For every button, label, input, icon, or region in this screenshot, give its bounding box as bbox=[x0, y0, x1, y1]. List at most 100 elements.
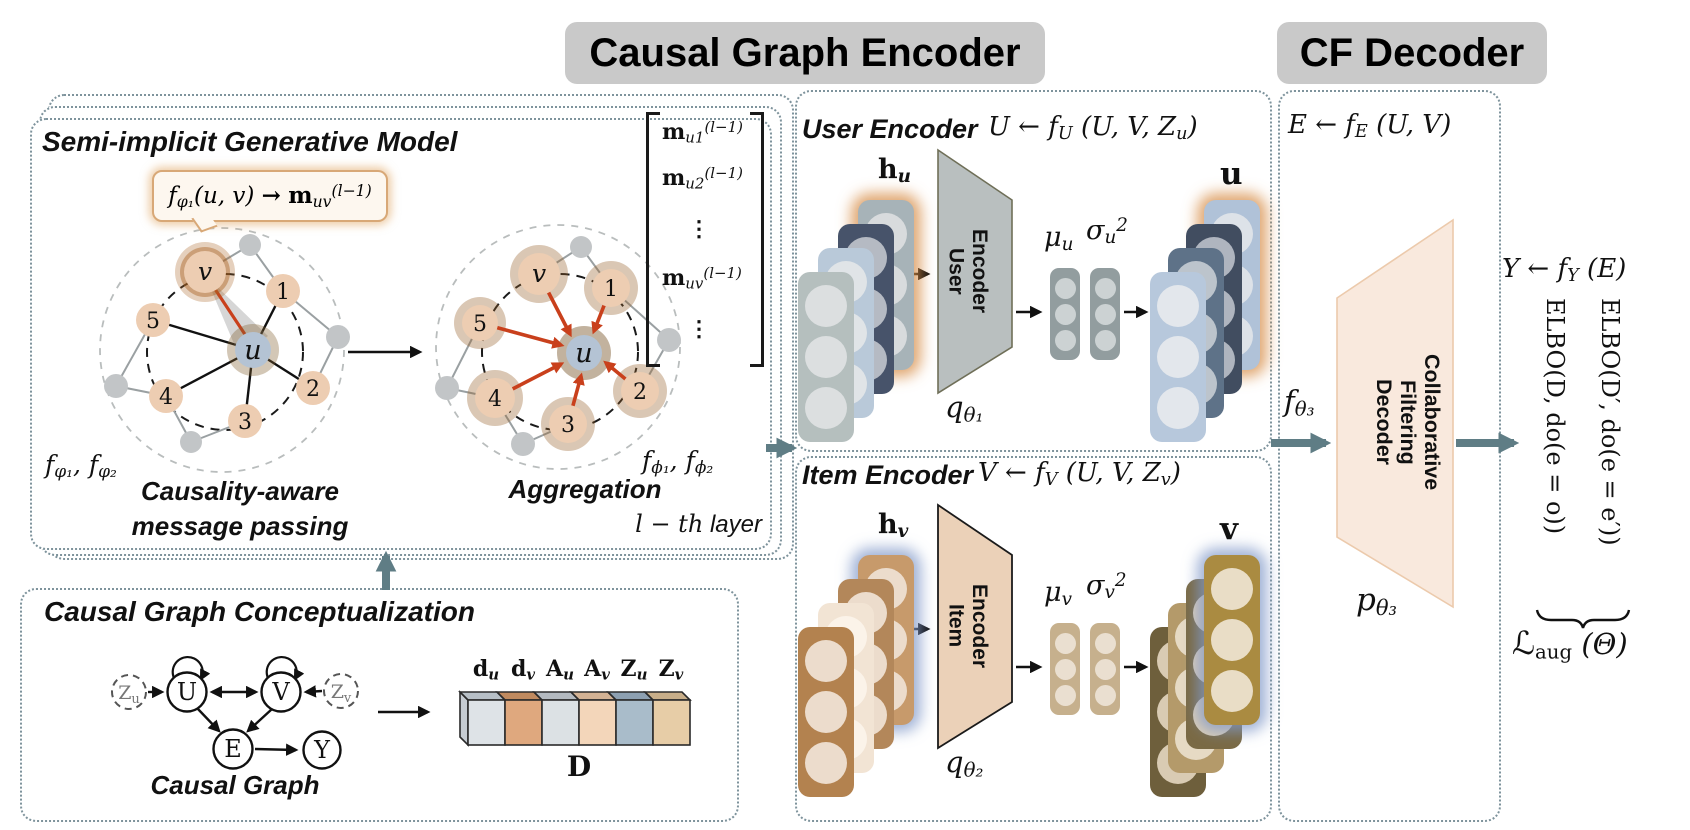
d-cell-dv bbox=[504, 699, 543, 746]
d-cell-Zu bbox=[615, 699, 654, 746]
elbo-underbrace bbox=[1535, 609, 1631, 629]
outer-dashed-circle bbox=[99, 227, 345, 473]
p-theta3-label: pθ₃ bbox=[1356, 582, 1397, 620]
node-2 bbox=[296, 371, 330, 405]
agg-node-1-label: 1 bbox=[604, 277, 618, 302]
d-cell-du bbox=[467, 699, 506, 746]
causal-node-Zv-label: Zv bbox=[331, 681, 352, 706]
agg-node-4-label: 4 bbox=[488, 387, 502, 412]
node-4-label: 4 bbox=[159, 385, 173, 410]
sigma-u-vector bbox=[1090, 268, 1120, 360]
node-2-label: 2 bbox=[306, 377, 320, 402]
message-function-bubble: fφ₁(u, v) → muv(l−1) bbox=[152, 170, 388, 222]
causal-node-Zu bbox=[111, 674, 147, 710]
user-input-card bbox=[798, 272, 854, 442]
d-vector-block bbox=[458, 690, 692, 747]
agg-node-5 bbox=[462, 305, 498, 341]
d-cell-Au bbox=[541, 699, 580, 746]
sigma-u-label: σu2 bbox=[1086, 215, 1128, 249]
conceptualization-title: Causal Graph Conceptualization bbox=[44, 596, 475, 627]
node-u bbox=[235, 332, 271, 368]
node-v-label: v bbox=[198, 257, 212, 286]
causal-node-Zu-label: Zu bbox=[118, 682, 140, 707]
causal-node-E bbox=[212, 728, 254, 770]
causal-node-U-label: U bbox=[177, 678, 197, 706]
sigma-v-vector bbox=[1090, 623, 1120, 715]
matrix-vdots: ⋮ bbox=[688, 216, 710, 242]
bubble-arrow-icon: → bbox=[261, 182, 281, 210]
q-theta1-label: qθ₁ bbox=[945, 390, 984, 427]
e-formula: E ← fE (U, V) bbox=[1288, 110, 1452, 142]
matrix-bracket-right bbox=[750, 112, 764, 367]
user-encoder-trapezoid bbox=[937, 148, 1013, 395]
agg-node-2 bbox=[621, 372, 659, 410]
aggregation-graph: v 1 2 3 4 5 u bbox=[435, 224, 681, 470]
d-label-Zv: Zv bbox=[658, 656, 684, 684]
agg-node-v bbox=[518, 253, 560, 295]
sigma-v-label: σv2 bbox=[1086, 570, 1127, 604]
augmented-loss-label: ℒaug (Θ) bbox=[1512, 624, 1628, 664]
phi2-functions-label: fϕ₁, fϕ₂ bbox=[642, 446, 714, 478]
cf-decoder-trapezoid bbox=[1336, 218, 1454, 609]
causal-node-Zv bbox=[323, 673, 359, 709]
mu-u-vector bbox=[1050, 268, 1080, 360]
phi-functions-label: fφ₁, fφ₂ bbox=[45, 450, 117, 482]
causal-graph-caption: Causal Graph bbox=[150, 770, 320, 800]
matrix-bracket-left bbox=[646, 112, 660, 367]
agg-node-u bbox=[566, 335, 602, 371]
matrix-row: mu2(l−1) bbox=[662, 164, 743, 193]
item-encoder-trapezoid bbox=[937, 503, 1013, 750]
elbo-counterfactual-term: ELBO(D′, do(e = e′)) bbox=[1596, 298, 1624, 546]
user-output-card bbox=[1150, 272, 1206, 442]
mu-v-label: μv bbox=[1044, 577, 1072, 611]
h-v-label: hv bbox=[878, 509, 909, 543]
causal-graph: Zu U V Zv E Y bbox=[111, 655, 359, 770]
elbo-observational-term: ELBO(D, do(e = o)) bbox=[1541, 298, 1569, 535]
node-3 bbox=[228, 404, 262, 438]
item-input-card bbox=[798, 627, 854, 797]
node-5-label: 5 bbox=[146, 309, 160, 334]
matrix-row: mu1(l−1) bbox=[662, 118, 743, 147]
node-5 bbox=[136, 303, 170, 337]
agg-node-5-label: 5 bbox=[473, 312, 487, 337]
node-v bbox=[184, 251, 226, 293]
node-3-label: 3 bbox=[238, 410, 252, 435]
agg-node-v-label: v bbox=[532, 259, 546, 288]
matrix-row: muv(l−1) bbox=[662, 264, 742, 293]
d-cell-Zv bbox=[652, 699, 691, 746]
d-block-caption: D bbox=[566, 750, 592, 783]
self-loop-V bbox=[265, 655, 305, 682]
node-4 bbox=[149, 379, 183, 413]
item-output-card-highlighted bbox=[1204, 555, 1260, 725]
d-label-du: du bbox=[472, 656, 500, 684]
u-output-label: u bbox=[1220, 156, 1243, 192]
message-matrix: mu1(l−1) mu2(l−1) ⋮ muv(l−1) ⋮ bbox=[646, 112, 764, 367]
d-label-dv: dv bbox=[510, 656, 536, 684]
generative-panel-title: Semi-implicit Generative Model bbox=[42, 126, 458, 157]
user-encoder-title: User Encoder bbox=[802, 114, 978, 144]
self-loop-U bbox=[171, 655, 211, 682]
causal-node-Y-label: Y bbox=[313, 736, 331, 764]
causal-node-Y bbox=[302, 730, 342, 770]
item-encoder-title: Item Encoder bbox=[802, 460, 974, 490]
message-passing-caption-line2: message passing bbox=[131, 511, 349, 541]
agg-node-u-label: u bbox=[575, 338, 592, 369]
node-u-label: u bbox=[244, 335, 261, 366]
layer-label: l − th layer bbox=[635, 510, 762, 538]
agg-node-1 bbox=[592, 269, 630, 307]
agg-node-2-label: 2 bbox=[633, 380, 647, 405]
d-cell-Av bbox=[578, 699, 617, 746]
mu-u-label: μu bbox=[1044, 222, 1074, 256]
q-theta2-label: qθ₂ bbox=[945, 745, 984, 782]
f-theta3-label: fθ₃ bbox=[1284, 384, 1315, 421]
causal-node-V-label: V bbox=[271, 678, 290, 706]
agg-node-4 bbox=[475, 378, 515, 418]
matrix-vdots: ⋮ bbox=[688, 316, 710, 342]
decoder-header-badge: CF Decoder bbox=[1277, 22, 1547, 84]
bubble-formula: fφ₁(u, v) → muv(l−1) bbox=[168, 180, 372, 211]
agg-node-3 bbox=[549, 405, 587, 443]
